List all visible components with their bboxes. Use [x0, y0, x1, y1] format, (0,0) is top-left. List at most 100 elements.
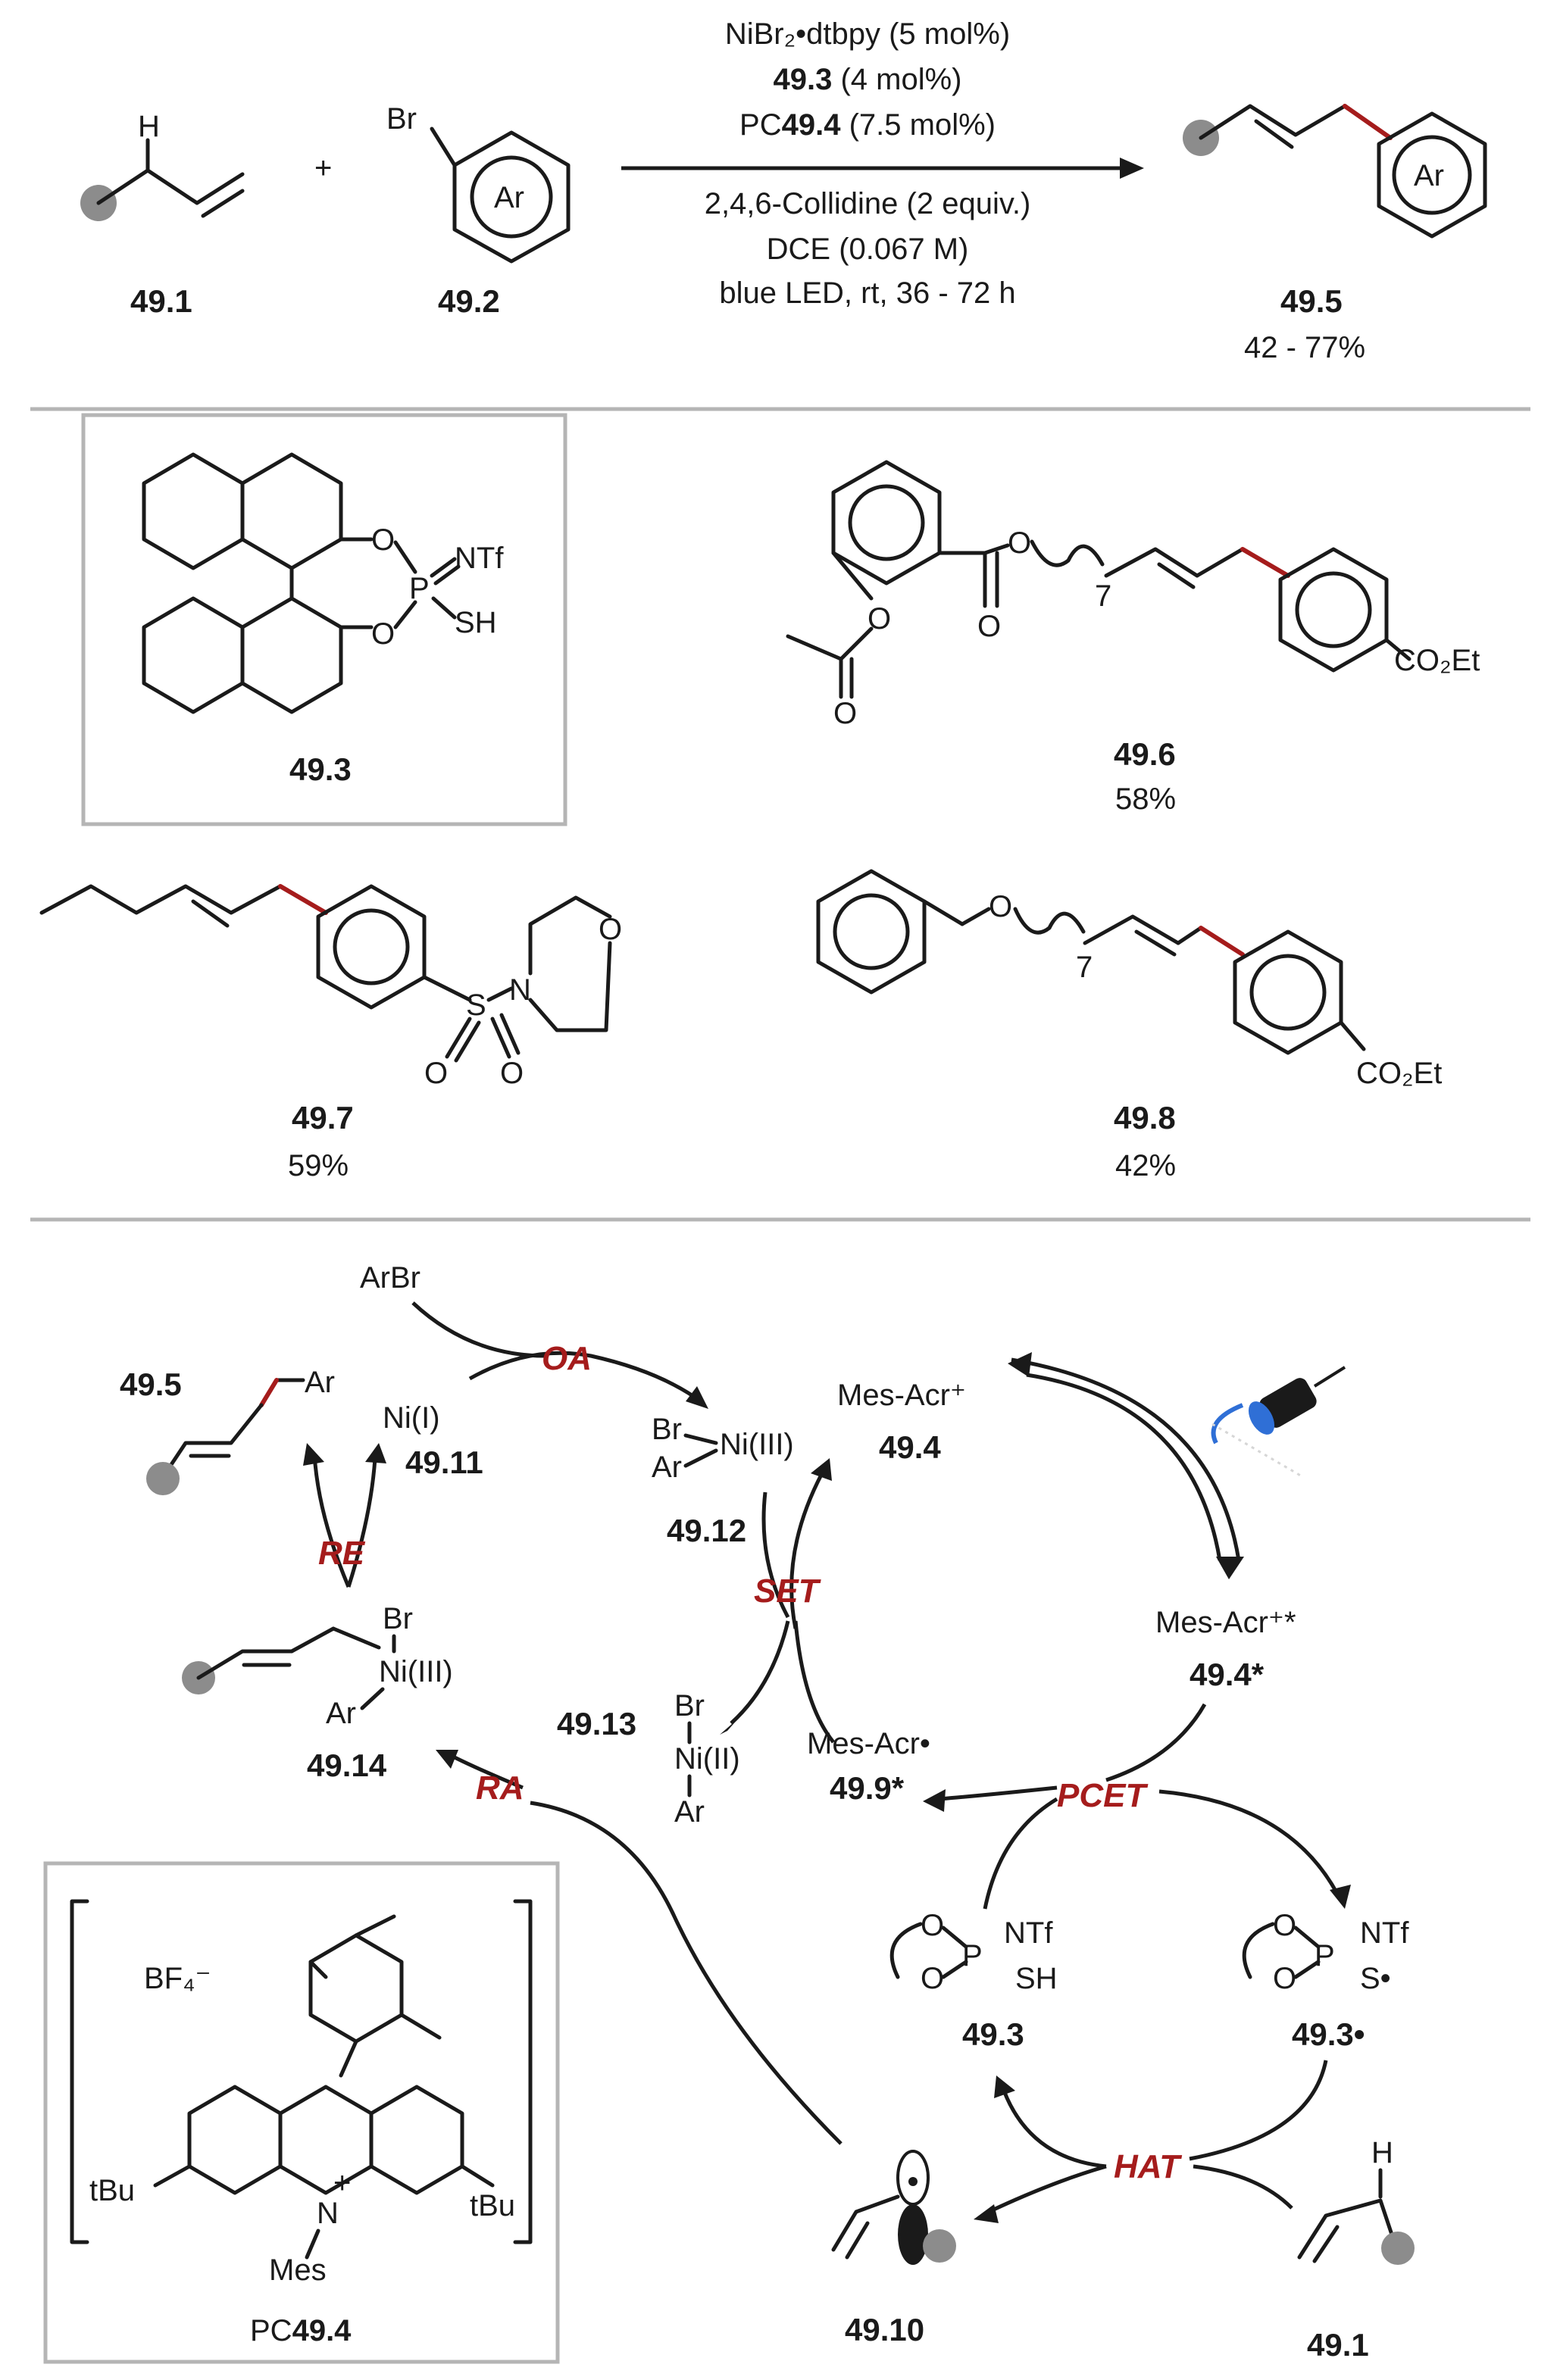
label-49-7: 49.7: [292, 1100, 354, 1135]
o-atom: O: [1008, 526, 1031, 560]
label-49-11: 49.11: [405, 1445, 483, 1480]
cycle-product-49-5: 49.5 Ar: [120, 1366, 335, 1495]
ntf-group: NTf: [455, 542, 504, 575]
label-49-1: 49.1: [1307, 2327, 1369, 2363]
label-49-12: 49.12: [667, 1513, 746, 1548]
o-atom: O: [989, 890, 1012, 923]
p-atom: P: [409, 572, 430, 605]
catalyst-box: [81, 413, 567, 826]
ar-label: Ar: [1414, 159, 1444, 192]
ar-label: Ar: [652, 1451, 682, 1484]
photocatalyst-frame: [43, 1861, 560, 2364]
cond-line-5: DCE (0.067 M): [767, 233, 969, 266]
mes-group: Mes: [269, 2254, 327, 2287]
n-charge: +: [333, 2166, 351, 2200]
complex-49-14: Br Ni(III) Ar 49.14: [182, 1602, 453, 1783]
substituent-dot-icon: [1381, 2232, 1415, 2265]
label-49-1: 49.1: [130, 283, 192, 319]
br-atom: Br: [652, 1413, 682, 1446]
mes-acr-radical: Mes-Acr•: [807, 1727, 930, 1760]
substrate-49-1: H 49.1: [80, 110, 245, 319]
chain-length: 7: [1076, 951, 1093, 984]
plus-sign: +: [314, 151, 332, 185]
arbr-reagent: ArBr: [360, 1261, 420, 1295]
label-49-2: 49.2: [438, 283, 500, 319]
ar-label: Ar: [326, 1697, 356, 1730]
ni-iii: Ni(III): [720, 1428, 794, 1461]
cond-line-1: NiBr₂•dtbpy (5 mol%): [725, 17, 1010, 51]
cond-line-4: 2,4,6-Collidine (2 equiv.): [705, 187, 1031, 220]
photocatalyst-box: BF₄⁻ tBu tBu N + Mes PC49.4: [43, 1861, 560, 2364]
yield-49-7: 59%: [288, 1149, 349, 1182]
step-hat: HAT: [1114, 2148, 1182, 2185]
mes-acr-excited: Mes-Acr⁺*: [1155, 1606, 1296, 1639]
label-49-6: 49.6: [1114, 736, 1176, 772]
yield-49-8: 42%: [1115, 1149, 1176, 1182]
cond-line-3: PC49.4 (7.5 mol%): [739, 108, 996, 142]
ntf-group: NTf: [1360, 1916, 1409, 1950]
o-atom: O: [500, 1057, 524, 1090]
catalytic-cycle: ArBr OA 49.5 Ar Ni(I) 49.11 RE Br Ni(III…: [120, 1261, 1415, 2363]
ar-label: Ar: [494, 181, 524, 214]
yield-49-5: 42 - 77%: [1244, 331, 1365, 364]
o-atom: O: [921, 1962, 944, 1995]
label-49-3-radical: 49.3•: [1292, 2016, 1365, 2052]
s-atom: S: [466, 989, 486, 1022]
cond-line-6: blue LED, rt, 36 - 72 h: [719, 276, 1015, 310]
o-atom: O: [977, 610, 1001, 643]
label-49-13: 49.13: [557, 1706, 636, 1741]
h-atom: H: [138, 110, 160, 143]
examples-section: O O P NTf SH 49.3 O O 7: [39, 413, 1480, 1182]
p-atom: P: [1315, 1939, 1335, 1972]
br-atom: Br: [386, 102, 417, 136]
ar-label: Ar: [305, 1366, 335, 1399]
co2et-group: CO₂Et: [1394, 644, 1480, 677]
substituent-dot-icon: [923, 2229, 956, 2263]
example-49-8: O 7 CO₂Et 49.8 42%: [816, 869, 1442, 1182]
yield-49-6: 58%: [1115, 782, 1176, 816]
allyl-radical-49-10: 49.10: [831, 2150, 956, 2347]
general-reaction: H 49.1 + Br Ar 49.2 NiBr₂•dtbpy (5 mol%)…: [80, 17, 1487, 364]
cycle-catalyst-49-3: O O P NTf SH 49.3: [889, 1909, 1058, 2052]
label-49-14: 49.14: [307, 1748, 387, 1783]
step-ra: RA: [476, 1769, 524, 1807]
label-49-5: 49.5: [1280, 283, 1343, 319]
o-atom: O: [371, 523, 395, 557]
o-atom: O: [1273, 1962, 1296, 1995]
o-atom: O: [371, 617, 395, 651]
blue-led-icon: [1211, 1366, 1346, 1479]
tbu-left: tBu: [89, 2174, 135, 2207]
product-49-5: Ar 49.5 42 - 77%: [1183, 104, 1487, 364]
o-atom: O: [1273, 1909, 1296, 1942]
br-atom: Br: [383, 1602, 413, 1635]
label-49-3: 49.3: [289, 751, 352, 787]
label-49-4: 49.4: [879, 1429, 941, 1465]
step-oa: OA: [542, 1340, 592, 1377]
step-re: RE: [318, 1535, 366, 1572]
ntf-group: NTf: [1004, 1916, 1053, 1950]
o-atom: O: [833, 697, 857, 730]
sh-group: SH: [1015, 1962, 1058, 1995]
substrate-49-2: Br Ar 49.2: [386, 102, 571, 319]
p-atom: P: [962, 1939, 983, 1972]
o-atom: O: [599, 913, 622, 946]
ni-iii: Ni(III): [379, 1655, 453, 1688]
label-49-3: 49.3: [962, 2016, 1024, 2052]
label-49-8: 49.8: [1114, 1100, 1176, 1135]
label-49-4-star: 49.4*: [1190, 1657, 1265, 1692]
tbu-right: tBu: [470, 2189, 515, 2222]
o-atom: O: [424, 1057, 448, 1090]
co2et-group: CO₂Et: [1356, 1057, 1442, 1090]
ni-ii: Ni(II): [674, 1742, 740, 1776]
chain-length: 7: [1095, 579, 1111, 613]
cond-line-2: 49.3 (4 mol%): [774, 63, 962, 96]
label-pc-49-4: PC49.4: [250, 2314, 352, 2347]
cycle-thiyl-radical-49-3: O O P NTf S• 49.3•: [1242, 1909, 1409, 2052]
example-49-6: O O 7 CO₂Et O O 49.6 58%: [786, 460, 1480, 816]
n-atom: N: [317, 2197, 339, 2230]
step-pcet: PCET: [1057, 1777, 1148, 1814]
catalyst-49-3: O O P NTf SH 49.3: [142, 452, 504, 787]
step-set: SET: [754, 1573, 821, 1610]
cycle-substrate-49-1: H 49.1: [1297, 2136, 1415, 2363]
